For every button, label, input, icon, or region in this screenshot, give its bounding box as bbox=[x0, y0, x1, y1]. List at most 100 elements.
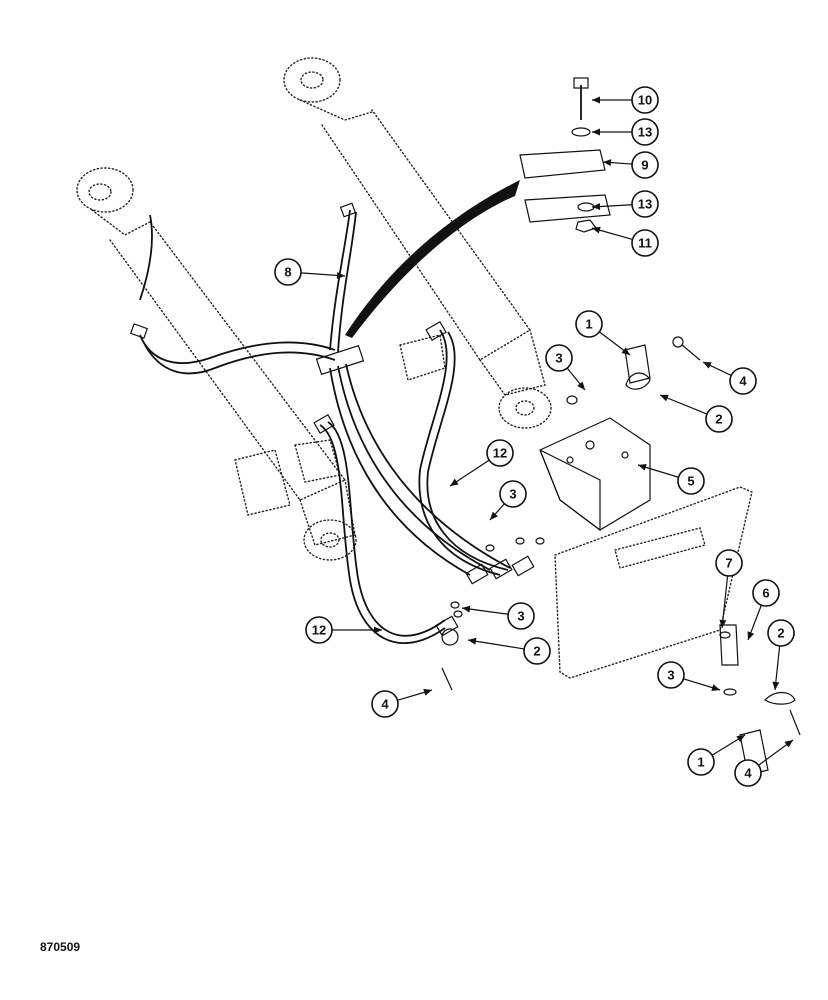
callout-6-14: 6 bbox=[747, 579, 780, 641]
callout-balloon bbox=[631, 229, 659, 257]
callout-3-12: 3 bbox=[489, 480, 527, 521]
callout-balloon bbox=[507, 602, 535, 630]
callout-balloon bbox=[631, 86, 659, 114]
callout-balloon bbox=[486, 439, 514, 467]
callout-number: 6 bbox=[762, 586, 769, 601]
callout-number: 2 bbox=[777, 626, 784, 641]
callout-balloon bbox=[752, 579, 780, 607]
callout-number: 12 bbox=[493, 446, 507, 461]
small-parts bbox=[441, 336, 801, 776]
callout-number: 7 bbox=[725, 556, 732, 571]
callout-3-7: 3 bbox=[545, 344, 586, 391]
callout-balloon bbox=[657, 661, 685, 689]
figure-number: 870509 bbox=[40, 940, 81, 954]
callout-arrowhead bbox=[450, 478, 459, 486]
callout-4-20: 4 bbox=[371, 688, 433, 718]
callout-arrowhead bbox=[772, 681, 780, 690]
callout-arrowhead bbox=[603, 159, 612, 167]
callout-balloon bbox=[371, 690, 399, 718]
callout-1-21: 1 bbox=[687, 734, 746, 776]
callout-balloon bbox=[631, 190, 659, 218]
callout-arrowhead bbox=[711, 684, 720, 692]
callout-arrowhead bbox=[638, 463, 647, 471]
callout-number: 3 bbox=[509, 487, 516, 502]
callout-balloon bbox=[715, 549, 743, 577]
callout-number: 9 bbox=[641, 158, 648, 173]
callout-12-10: 12 bbox=[449, 439, 514, 487]
callout-number: 4 bbox=[744, 766, 752, 781]
callout-12-15: 12 bbox=[305, 616, 382, 644]
callout-number: 1 bbox=[697, 755, 704, 770]
callout-number: 13 bbox=[638, 125, 652, 140]
callout-number: 5 bbox=[687, 474, 694, 489]
callout-3-19: 3 bbox=[657, 661, 721, 692]
callout-number: 1 bbox=[585, 317, 592, 332]
callout-arrowhead bbox=[703, 362, 712, 369]
callout-number: 2 bbox=[715, 412, 722, 427]
callout-arrowhead bbox=[490, 511, 498, 520]
callout-number: 8 bbox=[284, 265, 291, 280]
callout-arrowhead bbox=[592, 128, 600, 136]
callout-number: 12 bbox=[312, 623, 326, 638]
callout-number: 13 bbox=[638, 197, 652, 212]
callout-balloon bbox=[729, 367, 757, 395]
hose-clamp-on-hoses bbox=[315, 344, 365, 376]
callout-8-5: 8 bbox=[274, 258, 346, 286]
hydraulic-cylinder-front bbox=[76, 167, 357, 561]
callout-arrowhead bbox=[747, 631, 755, 640]
callout-arrowhead bbox=[577, 381, 585, 390]
clamp-leader-curve bbox=[345, 180, 520, 338]
callout-balloon bbox=[305, 616, 333, 644]
callout-arrowhead bbox=[660, 394, 669, 402]
callout-balloon bbox=[631, 118, 659, 146]
callout-2-9: 2 bbox=[659, 394, 733, 433]
callout-balloon bbox=[499, 480, 527, 508]
callout-arrowhead bbox=[462, 605, 471, 613]
callout-4-22: 4 bbox=[734, 739, 794, 787]
callout-2-17: 2 bbox=[767, 619, 795, 691]
callout-number: 10 bbox=[638, 93, 652, 108]
callout-arrowhead bbox=[374, 626, 382, 634]
callout-7-13: 7 bbox=[715, 549, 743, 629]
hydraulic-cylinder-rear bbox=[283, 57, 552, 429]
callout-3-16: 3 bbox=[461, 602, 535, 630]
callout-arrowhead bbox=[784, 740, 793, 748]
callout-5-11: 5 bbox=[637, 463, 705, 495]
callout-arrowhead bbox=[736, 735, 745, 743]
callout-number: 4 bbox=[739, 374, 747, 389]
callout-balloon bbox=[523, 637, 551, 665]
callout-arrowhead bbox=[336, 271, 345, 279]
callout-2-18: 2 bbox=[467, 637, 551, 665]
callout-leader bbox=[659, 394, 708, 415]
callout-balloon bbox=[767, 619, 795, 647]
callout-13-3: 13 bbox=[591, 190, 659, 218]
callout-number: 11 bbox=[638, 236, 652, 251]
callout-13-1: 13 bbox=[592, 118, 659, 146]
callout-balloon bbox=[631, 151, 659, 179]
callout-number: 4 bbox=[381, 697, 389, 712]
hose-assembly-upper bbox=[129, 202, 357, 375]
callout-balloon bbox=[274, 258, 302, 286]
callout-arrowhead bbox=[719, 619, 727, 628]
callout-arrowhead bbox=[592, 203, 601, 211]
callout-10-0: 10 bbox=[592, 86, 659, 114]
callout-9-2: 9 bbox=[602, 151, 659, 179]
callout-number: 3 bbox=[517, 609, 524, 624]
callout-balloon bbox=[705, 405, 733, 433]
callout-leader bbox=[467, 639, 525, 650]
callout-balloon bbox=[687, 748, 715, 776]
callout-balloon bbox=[575, 310, 603, 338]
callout-arrowhead bbox=[423, 688, 432, 696]
callout-number: 3 bbox=[667, 668, 674, 683]
callout-balloon bbox=[545, 344, 573, 372]
callout-arrowhead bbox=[621, 347, 630, 355]
callout-arrowhead bbox=[592, 96, 600, 104]
callout-1-6: 1 bbox=[575, 310, 631, 356]
plate-slot bbox=[614, 527, 706, 569]
callout-balloon bbox=[734, 759, 762, 787]
hose-assembly-main bbox=[313, 320, 535, 645]
callout-11-4: 11 bbox=[591, 226, 659, 257]
